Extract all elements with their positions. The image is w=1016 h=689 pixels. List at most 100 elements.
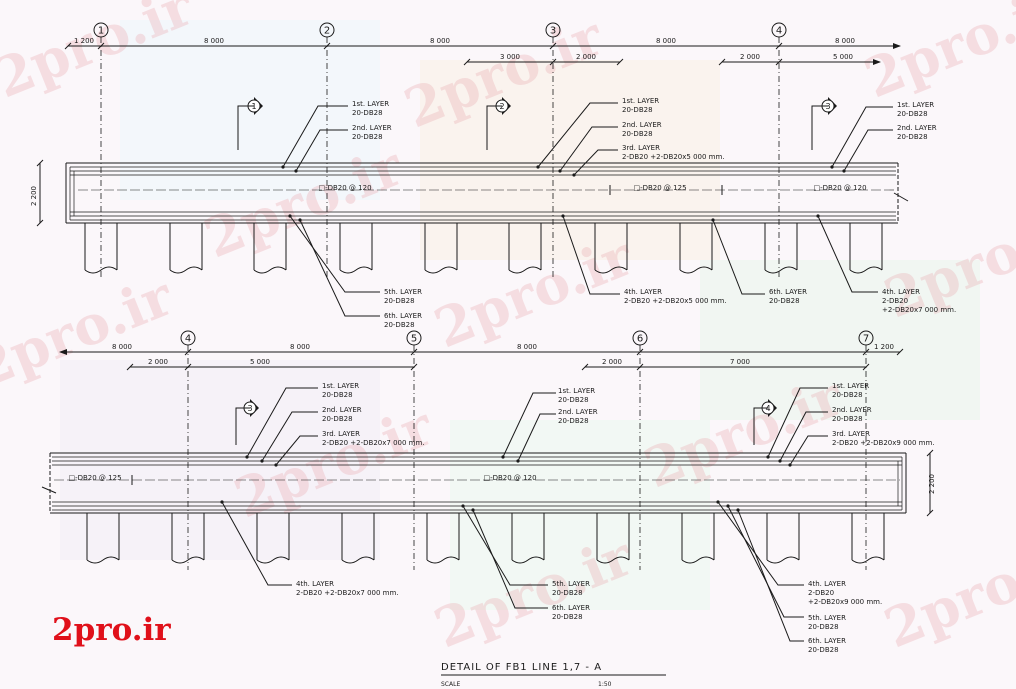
dim-tick <box>549 42 557 50</box>
leader <box>562 215 620 295</box>
dim-tick <box>184 363 192 371</box>
dim-text: 8 000 <box>430 37 450 45</box>
stirrup-label: □-DB20 @ 120 <box>318 184 371 192</box>
dim-tick <box>549 58 557 66</box>
dim-text: 8 000 <box>835 37 855 45</box>
dim-text: 3 000 <box>500 53 520 61</box>
rebar-layer-label: 2-DB20 +2-DB20x9 000 mm. <box>832 439 935 447</box>
pile-break <box>511 556 545 564</box>
grid-label: 7 <box>863 334 869 345</box>
dim-tick <box>896 348 904 356</box>
site-logo: 2pro.ir <box>52 612 171 648</box>
rebar-layer-label: 1st. LAYER <box>622 97 659 105</box>
grid-label: 4 <box>185 334 191 345</box>
leader <box>246 387 318 458</box>
rebar-layer-label: 2-DB20 +2-DB20x7 000 mm. <box>322 439 425 447</box>
rebar-layer-label: 6th. LAYER <box>552 604 590 612</box>
dim-tick <box>636 348 644 356</box>
section-leader <box>486 105 502 150</box>
pile-break <box>424 266 458 274</box>
rebar-layer-label: 20-DB28 <box>384 321 415 329</box>
rebar-layer-label: 6th. LAYER <box>769 288 807 296</box>
rebar-layer-label: 2-DB20 +2-DB20x5 000 mm. <box>624 297 727 305</box>
rebar-layer-label: 2-DB20 <box>882 297 908 305</box>
section-leader <box>235 407 250 445</box>
dim-text: 2 000 <box>740 53 760 61</box>
leader <box>817 215 878 293</box>
leader <box>717 501 804 586</box>
rebar-layer-label: 2-DB20 <box>808 589 834 597</box>
rebar-layer-label: 1st. LAYER <box>322 382 359 390</box>
pile-break <box>766 556 800 564</box>
grid-label: 6 <box>637 334 643 345</box>
leader <box>221 501 292 586</box>
pile-break <box>171 556 205 564</box>
rebar-layer-label: 5th. LAYER <box>384 288 422 296</box>
rebar-layer-label: 2nd. LAYER <box>832 406 872 414</box>
rebar-layer-label: 2nd. LAYER <box>622 121 662 129</box>
rebar-layer-label: 1st. LAYER <box>352 100 389 108</box>
section-mark-label: 2 <box>499 102 504 111</box>
dim-text: 2 000 <box>148 358 168 366</box>
dim-tick <box>184 348 192 356</box>
pile-break <box>851 556 885 564</box>
section-leader <box>753 407 768 445</box>
rebar-layer-label: 20-DB28 <box>832 391 863 399</box>
rebar-layer-label: 3rd. LAYER <box>322 430 360 438</box>
stirrup-label: □-DB20 @ 125 <box>68 474 121 482</box>
grid-label: 5 <box>411 334 417 345</box>
pile-break <box>596 556 630 564</box>
leader <box>573 149 618 176</box>
dim-text: 7 000 <box>730 358 750 366</box>
dim-tick <box>463 58 471 66</box>
rebar-layer-label: 5th. LAYER <box>808 614 846 622</box>
pile-break <box>253 266 287 274</box>
rebar-layer-label: 20-DB28 <box>897 110 928 118</box>
dim-text: 2 000 <box>576 53 596 61</box>
dim-tick <box>862 348 870 356</box>
leader <box>261 411 318 462</box>
rebar-layer-label: 20-DB28 <box>897 133 928 141</box>
dim-text: 1 200 <box>874 343 894 351</box>
section-mark-label: 3 <box>825 102 830 111</box>
pile-break <box>169 266 203 274</box>
leader <box>289 215 380 293</box>
dim-tick <box>862 363 870 371</box>
scale-value: 1:50 <box>598 681 612 688</box>
beam-break-mark <box>41 486 57 494</box>
rebar-layer-label: 1st. LAYER <box>832 382 869 390</box>
leader <box>727 505 804 618</box>
stirrup-label: □-DB20 @ 120 <box>813 184 866 192</box>
dim-tick <box>636 363 644 371</box>
rebar-layer-label: 20-DB28 <box>558 396 589 404</box>
dim-tick <box>64 42 72 50</box>
dim-text: 2 000 <box>602 358 622 366</box>
stirrup-label: □-DB20 @ 120 <box>483 474 536 482</box>
pile-break <box>681 556 715 564</box>
dim-tick <box>410 348 418 356</box>
dim-text: 2 200 <box>928 474 936 494</box>
dim-tick <box>926 509 934 517</box>
rebar-layer-label: 2-DB20 +2-DB20x7 000 mm. <box>296 589 399 597</box>
rebar-layer-label: 20-DB28 <box>808 646 839 654</box>
dim-text: 1 200 <box>74 37 94 45</box>
dim-text: 8 000 <box>656 37 676 45</box>
rebar-layer-label: 20-DB28 <box>808 623 839 631</box>
dim-tick <box>775 58 783 66</box>
leader <box>537 102 618 168</box>
rebar-layer-label: 3rd. LAYER <box>832 430 870 438</box>
rebar-layer-label: 6th. LAYER <box>384 312 422 320</box>
pile-break <box>679 266 713 274</box>
rebar-layer-label: 2nd. LAYER <box>322 406 362 414</box>
leader <box>299 219 380 317</box>
stirrup-label: □-DB20 @ 125 <box>633 184 686 192</box>
section-mark-label: 1 <box>251 102 256 111</box>
rebar-layer-label: 20-DB28 <box>352 133 383 141</box>
pile-break <box>508 266 542 274</box>
pile-break <box>849 266 883 274</box>
dim-tick <box>36 159 44 167</box>
dim-text: 5 000 <box>833 53 853 61</box>
dim-tick <box>926 449 934 457</box>
dim-tick <box>323 42 331 50</box>
